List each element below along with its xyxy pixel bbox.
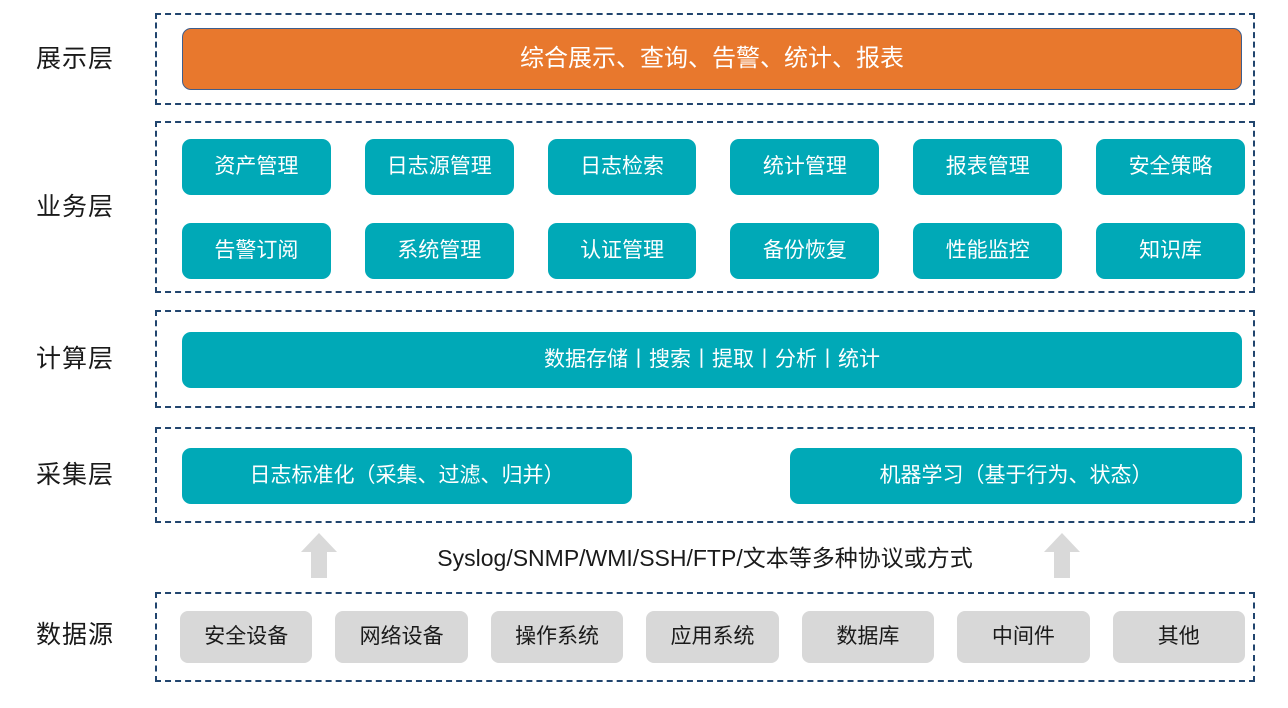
datasource-item-application[interactable]: 应用系统: [646, 611, 779, 663]
business-module-system-management[interactable]: 系统管理: [364, 223, 514, 279]
collection-box-machine-learning[interactable]: 机器学习（基于行为、状态）: [790, 448, 1242, 504]
business-module-performance-monitor[interactable]: 性能监控: [913, 223, 1063, 279]
business-layer-container: [155, 121, 1255, 293]
business-module-report[interactable]: 报表管理: [913, 139, 1063, 195]
presentation-banner[interactable]: 综合展示、查询、告警、统计、报表: [182, 28, 1242, 90]
protocol-strip: Syslog/SNMP/WMI/SSH/FTP/文本等多种协议或方式: [155, 525, 1255, 587]
arrow-up-icon: [300, 531, 338, 579]
layer-label-collection: 采集层: [35, 461, 114, 489]
business-module-log-source[interactable]: 日志源管理: [364, 139, 514, 195]
datasource-item-security-device[interactable]: 安全设备: [180, 611, 313, 663]
compute-banner[interactable]: 数据存储丨搜索丨提取丨分析丨统计: [182, 332, 1242, 388]
layer-label-presentation: 展示层: [35, 45, 114, 73]
protocol-label: Syslog/SNMP/WMI/SSH/FTP/文本等多种协议或方式: [437, 545, 973, 571]
layer-label-business: 业务层: [35, 193, 114, 221]
datasource-item-operating-system[interactable]: 操作系统: [490, 611, 624, 663]
business-module-knowledge-base[interactable]: 知识库: [1096, 223, 1245, 279]
arrow-up-icon: [1043, 531, 1081, 579]
datasource-item-network-device[interactable]: 网络设备: [335, 611, 468, 663]
layer-label-datasource: 数据源: [35, 621, 114, 649]
collection-box-log-normalization[interactable]: 日志标准化（采集、过滤、归并）: [182, 448, 632, 504]
datasource-item-database[interactable]: 数据库: [801, 611, 935, 663]
datasource-item-middleware[interactable]: 中间件: [957, 611, 1090, 663]
business-module-log-search[interactable]: 日志检索: [547, 139, 697, 195]
business-module-statistics[interactable]: 统计管理: [730, 139, 880, 195]
datasource-grid: 安全设备 网络设备 操作系统 应用系统 数据库 中间件 其他: [180, 611, 1245, 663]
business-module-asset-management[interactable]: 资产管理: [182, 139, 331, 195]
business-module-auth-management[interactable]: 认证管理: [547, 223, 697, 279]
business-module-backup-restore[interactable]: 备份恢复: [730, 223, 880, 279]
datasource-item-other[interactable]: 其他: [1112, 611, 1245, 663]
business-module-security-policy[interactable]: 安全策略: [1096, 139, 1245, 195]
business-module-alarm-subscription[interactable]: 告警订阅: [182, 223, 331, 279]
business-module-grid: 资产管理 日志源管理 日志检索 统计管理 报表管理 安全策略 告警订阅 系统管理…: [182, 139, 1245, 279]
layer-label-compute: 计算层: [35, 345, 114, 373]
